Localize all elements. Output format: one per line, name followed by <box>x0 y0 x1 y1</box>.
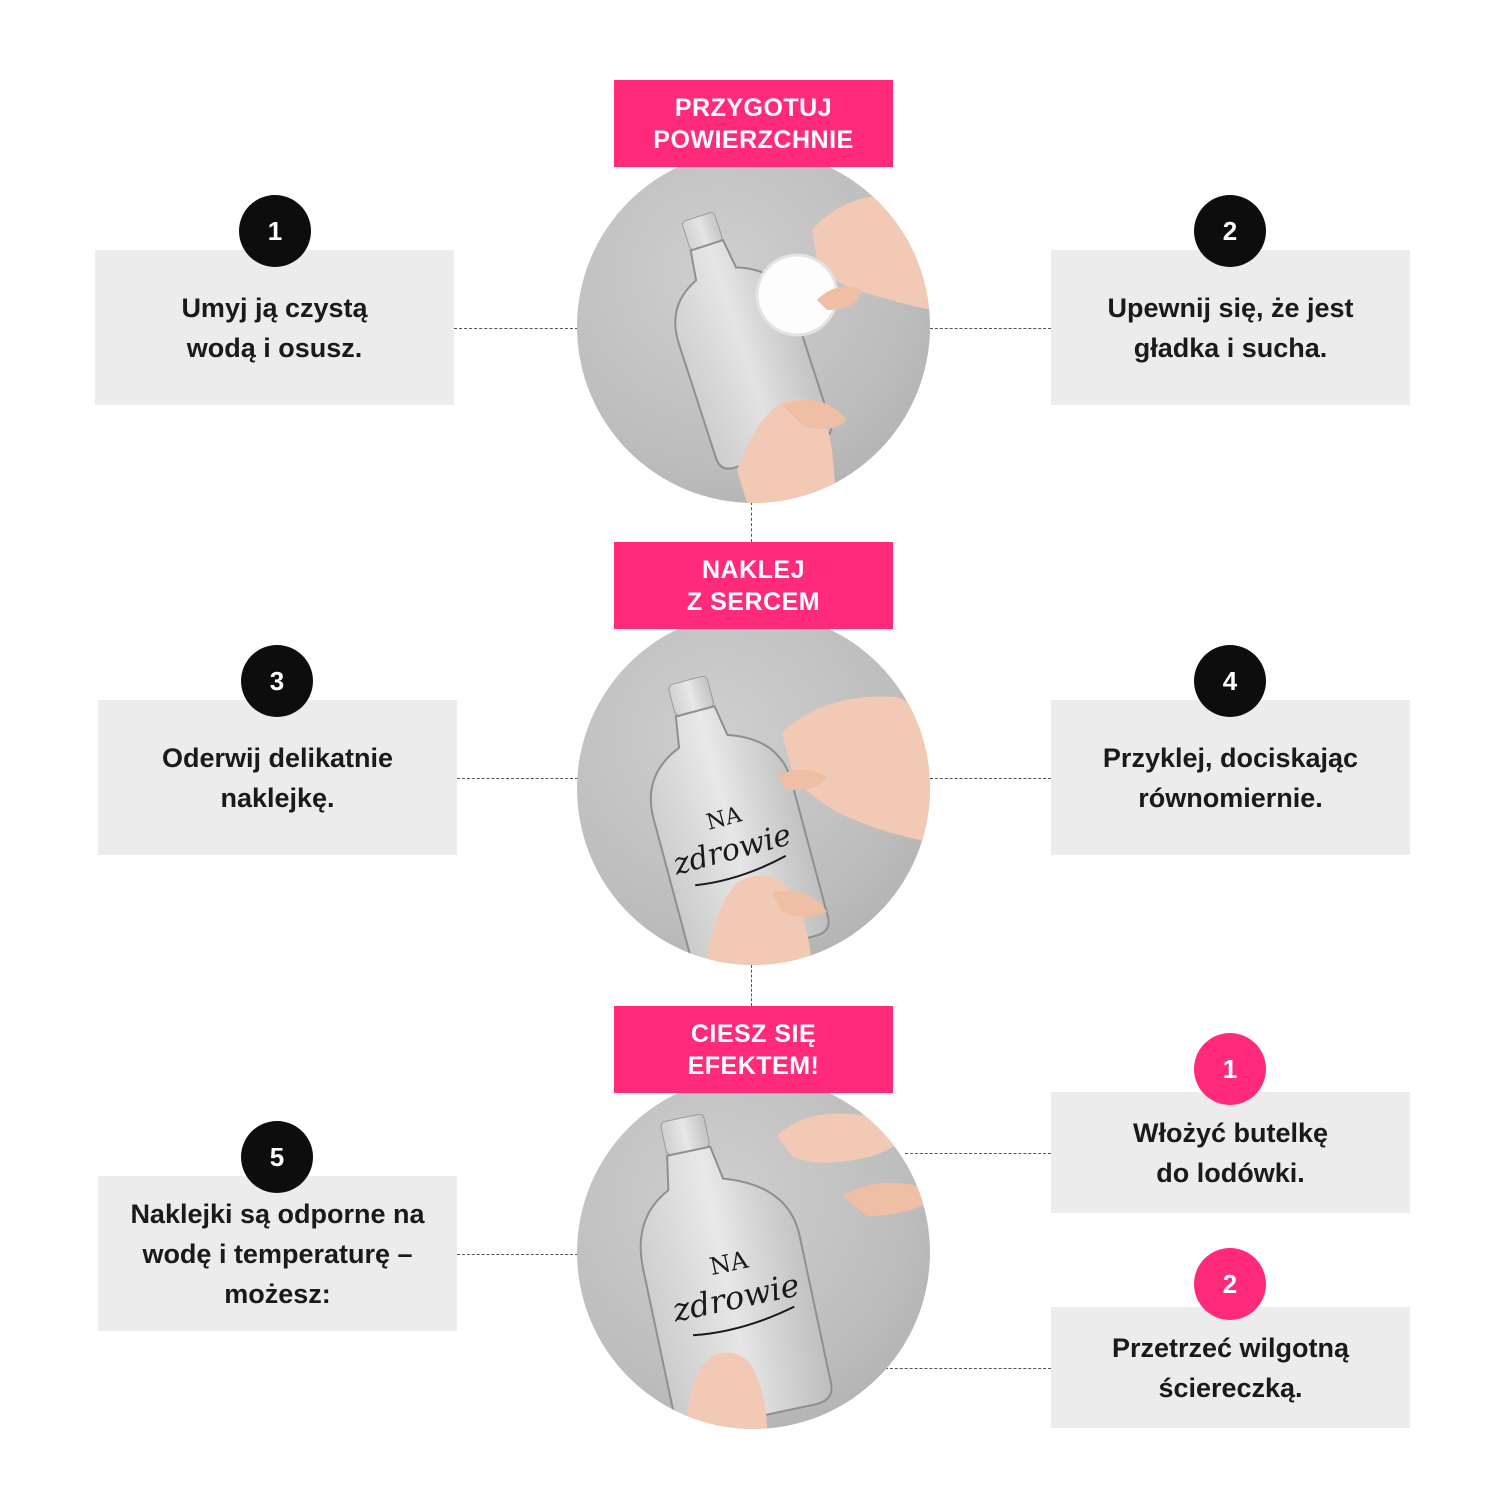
step-text-box: Przyklej, dociskając równomiernie. <box>1051 700 1410 855</box>
tip-text-line: ściereczką. <box>1158 1372 1303 1403</box>
photo-applying-sticker: NA zdrowie <box>577 612 930 965</box>
connector-tip-1 <box>905 1153 1051 1154</box>
step-number-badge: 3 <box>241 645 313 717</box>
tip-number-badge: 1 <box>1194 1033 1266 1105</box>
step-text-line: wodą i osusz. <box>186 332 363 363</box>
tip-text-box: Włożyć butelkę do lodówki. <box>1051 1092 1410 1213</box>
banner-line: CIESZ SIĘ <box>690 1019 817 1048</box>
tip-text-line: Włożyć butelkę <box>1132 1117 1329 1148</box>
step-text-line: Przyklej, dociskając <box>1102 742 1359 773</box>
step-number-badge: 2 <box>1194 195 1266 267</box>
connector-step-5 <box>457 1254 578 1255</box>
step-text-line: Oderwij delikatnie <box>161 742 394 773</box>
step-text-box: Umyj ją czystą wodą i osusz. <box>95 250 454 405</box>
step-text-line: Naklejki są odporne na <box>130 1198 425 1229</box>
step-text-line: naklejkę. <box>220 782 335 813</box>
step-text-line: Upewnij się, że jest <box>1107 292 1354 323</box>
banner-line: PRZYGOTUJ <box>674 93 833 122</box>
step-number-badge: 1 <box>239 195 311 267</box>
tip-number-badge: 2 <box>1194 1248 1266 1320</box>
tip-text-box: Przetrzeć wilgotną ściereczką. <box>1051 1307 1410 1428</box>
connector-step-3 <box>457 778 578 779</box>
tip-text-line: Przetrzeć wilgotną <box>1111 1332 1350 1363</box>
banner-line: Z SERCEM <box>686 587 821 616</box>
step-text-box: Oderwij delikatnie naklejkę. <box>98 700 457 855</box>
banner-line: POWIERZCHNIE <box>653 125 854 154</box>
connector-step-2 <box>930 328 1051 329</box>
connector-step-1 <box>454 328 578 329</box>
banner-line: EFEKTEM! <box>687 1051 820 1080</box>
photo-cleaning-bottle <box>577 150 930 503</box>
connector-vertical-1 <box>751 502 752 542</box>
step-text-line: gładka i sucha. <box>1133 332 1328 363</box>
step-text-line: równomiernie. <box>1138 782 1323 813</box>
connector-step-4 <box>930 778 1051 779</box>
tip-text-line: do lodówki. <box>1156 1157 1305 1188</box>
connector-tip-2 <box>880 1368 1051 1369</box>
step-number-badge: 4 <box>1194 645 1266 717</box>
step-number-badge: 5 <box>241 1121 313 1193</box>
banner-line: NAKLEJ <box>701 555 805 584</box>
section-banner-enjoy: CIESZ SIĘ EFEKTEM! <box>614 1006 893 1093</box>
step-text-box: Naklejki są odporne na wodę i temperatur… <box>98 1176 457 1331</box>
step-text-line: Umyj ją czystą <box>181 292 368 323</box>
connector-vertical-2 <box>751 965 752 1006</box>
section-banner-prepare: PRZYGOTUJ POWIERZCHNIE <box>614 80 893 167</box>
section-banner-apply: NAKLEJ Z SERCEM <box>614 542 893 629</box>
photo-finished-bottle: NA zdrowie <box>577 1076 930 1429</box>
step-text-line: możesz: <box>224 1278 331 1309</box>
step-text-box: Upewnij się, że jest gładka i sucha. <box>1051 250 1410 405</box>
step-text-line: wodę i temperaturę – <box>142 1238 413 1269</box>
